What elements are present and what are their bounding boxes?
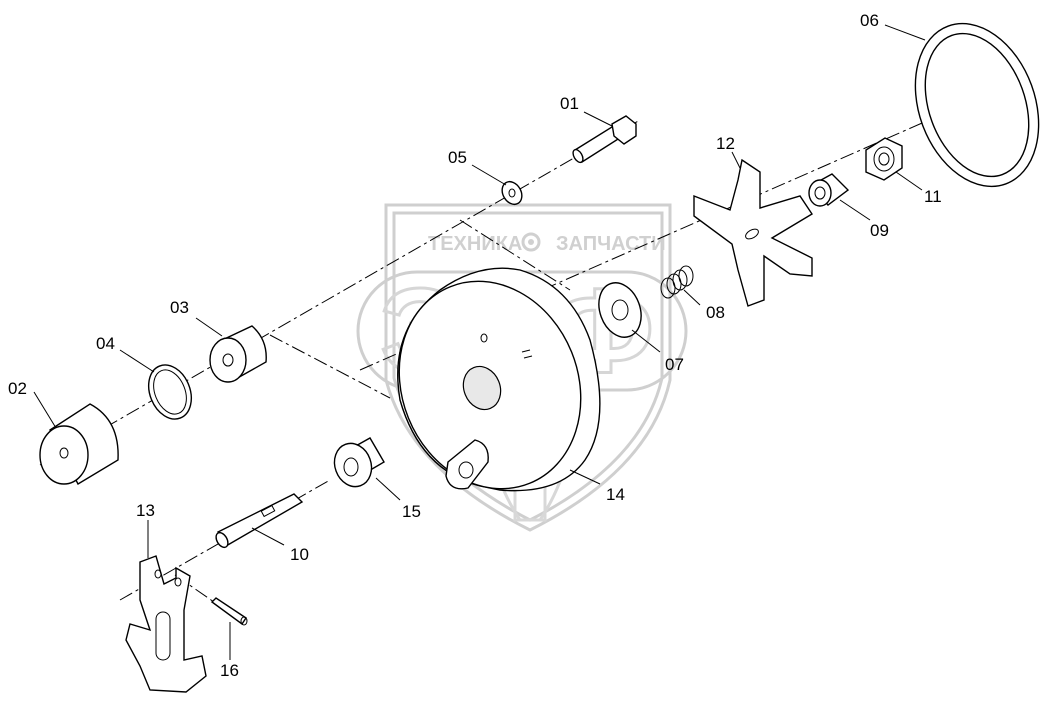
part-02-cap (39, 403, 119, 485)
part-08-spring (660, 265, 694, 299)
callout-13: 13 (136, 501, 155, 520)
part-13-bracket (125, 555, 207, 693)
part-12-star-plate (693, 158, 813, 307)
part-06-ring (914, 22, 1040, 188)
part-14-drum (397, 267, 601, 492)
part-03-roller (209, 325, 267, 383)
part-11-nut (865, 137, 903, 181)
part-07-washer (598, 282, 642, 338)
callout-16: 16 (220, 661, 239, 680)
leader-lines (33, 24, 926, 660)
callout-14: 14 (606, 485, 625, 504)
part-09-spacer (808, 173, 850, 207)
callout-15: 15 (402, 502, 421, 521)
callouts: 01 05 06 12 09 11 08 07 03 04 02 14 15 1… (8, 11, 942, 680)
part-05-washer (501, 180, 523, 206)
part-10-pin (215, 493, 304, 549)
gear-icon (521, 232, 541, 252)
watermark-text-right: ЗАПЧАСТИ (556, 233, 666, 255)
part-04-o-ring (147, 364, 193, 420)
watermark-text-left: ТЕХНИКА (428, 233, 522, 255)
callout-05: 05 (448, 148, 467, 167)
callout-06: 06 (860, 11, 879, 30)
callout-07: 07 (665, 355, 684, 374)
callout-01: 01 (560, 94, 579, 113)
callout-09: 09 (870, 221, 889, 240)
callout-10: 10 (290, 545, 309, 564)
callout-03: 03 (170, 298, 189, 317)
callout-08: 08 (706, 303, 725, 322)
part-15-bushing (333, 437, 385, 488)
callout-11: 11 (924, 187, 942, 206)
callout-12: 12 (716, 134, 735, 153)
part-01-bolt (572, 115, 637, 164)
callout-04: 04 (96, 334, 115, 353)
callout-02: 02 (8, 379, 27, 398)
part-16-roll-pin (210, 597, 248, 626)
